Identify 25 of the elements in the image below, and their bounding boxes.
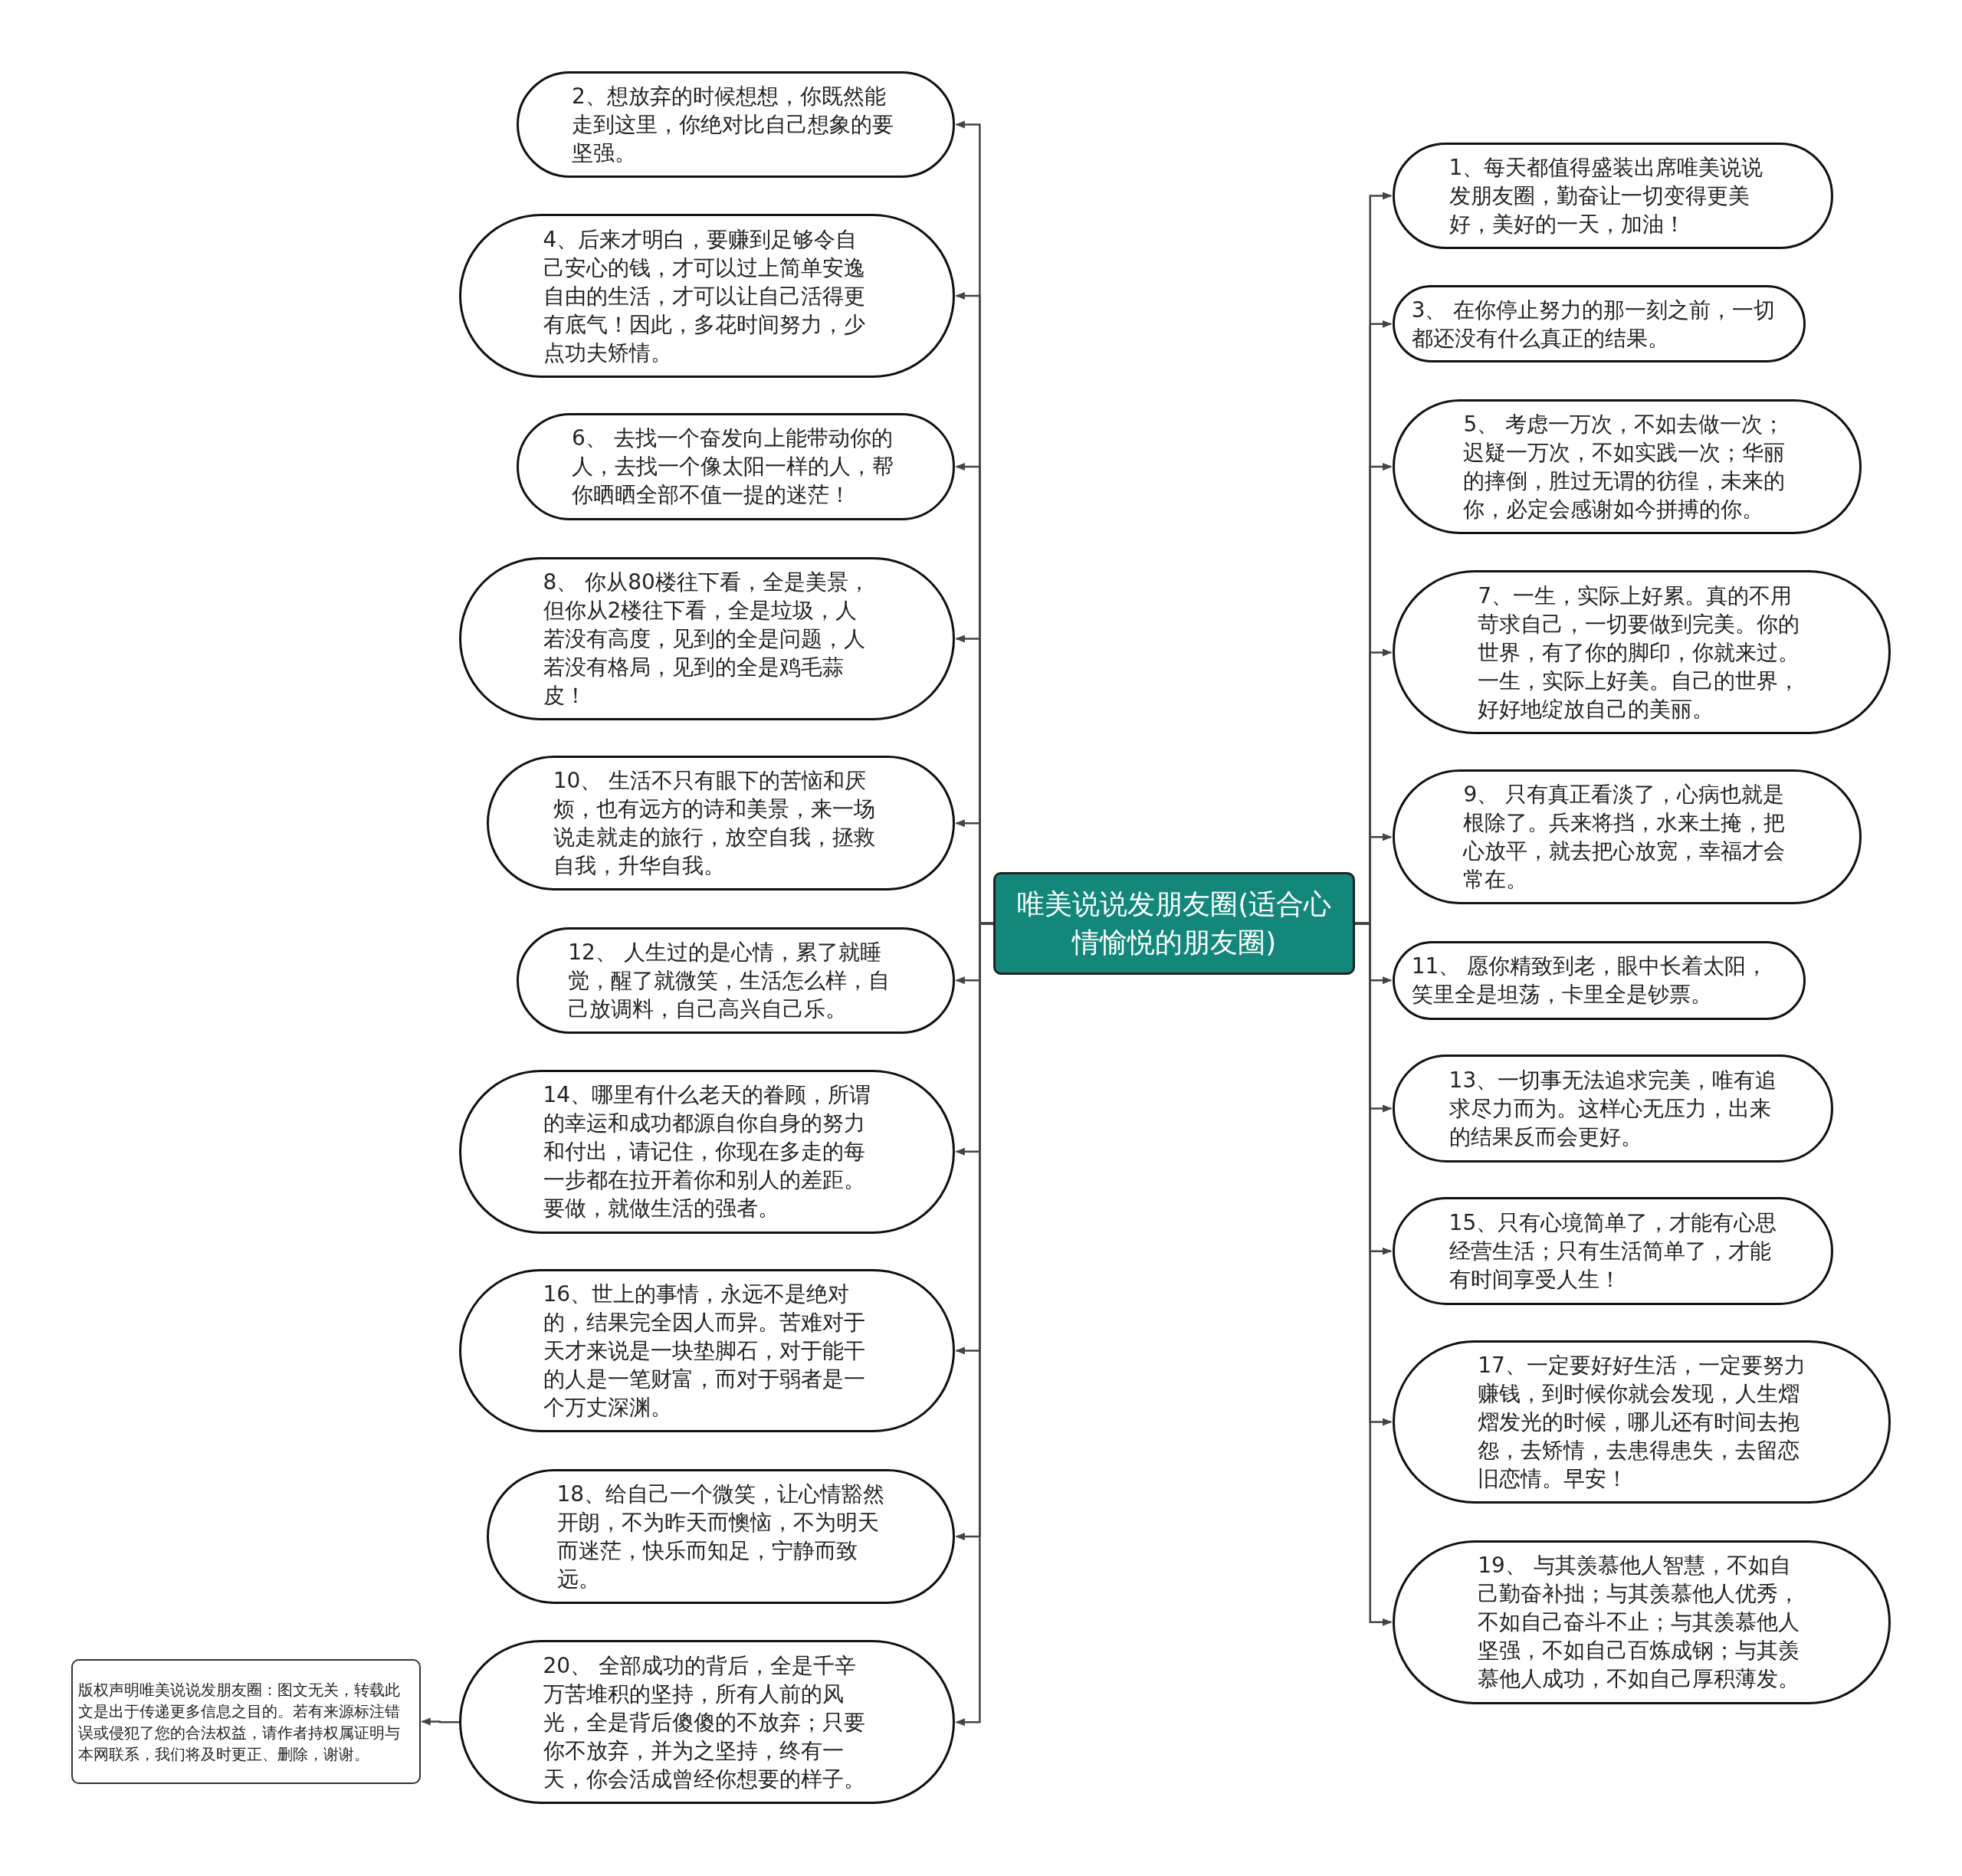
topic-title: 唯美说说发朋友圈(适合心情愉悦的朋友圈) xyxy=(1016,887,1333,959)
quote-text: 7、一生，实际上好累。真的不用苛求自己，一切要做到完美。你的世界，有了你的脚印，你就来过。一生，实际上好美。自己的世界，好好地绽放自己的美丽。 xyxy=(1478,582,1801,723)
note-box xyxy=(71,1658,421,1785)
quote-text: 9、 只有真正看淡了，心病也就是根除了。兵来将挡，水来土掩，把心放平，就去把心放宽，幸福才会常在。 xyxy=(1463,781,1786,894)
quote-text: 17、一定要好好生活，一定要努力赚钱，到时候你就会发现，人生熠熠发光的时候，哪儿还有时间去抱怨，去矫情，去患得患失，去留恋旧恋情。早安！ xyxy=(1478,1352,1806,1493)
copyright-note: 版权声明唯美说说发朋友圈：图文无关，转载此文是出于传递更多信息之目的。若有来源标注错误或侵犯了您的合法权益，请作者持权属证明与本网联系，我们将及时更正、删除，谢谢。 xyxy=(78,1679,401,1765)
quote-text: 2、想放弃的时候想想，你既然能走到这里，你绝对比自己想象的要坚强。 xyxy=(572,82,895,167)
quote-text: 14、哪里有什么老天的眷顾，所谓的幸运和成功都源自你自身的努力和付出，请记住，你现在多走的每一步都在拉开着你和别人的差距。要做，就做生活的强者。 xyxy=(543,1081,871,1223)
quote-text: 12、 人生过的是心情，累了就睡觉，醒了就微笑，生活怎么样，自己放调料，自己高兴自己乐。 xyxy=(568,938,891,1023)
quote-text: 1、每天都值得盛装出席唯美说说发朋友圈，勤奋让一切变得更美好，美好的一天，加油！ xyxy=(1449,154,1764,238)
quote-text: 6、 去找一个奋发向上能带动你的人，去找一个像太阳一样的人，帮你晒晒全部不值一提的迷茫！ xyxy=(572,425,895,510)
quote-text: 3、 在你停止努力的那一刻之前，一切都还没有什么真正的结果。 xyxy=(1411,296,1777,353)
quote-text: 10、 生活不只有眼下的苦恼和厌烦，也有远方的诗和美景，来一场说走就走的旅行，放空自我，拯救自我，升华自我。 xyxy=(553,767,876,881)
quote-text: 5、 考虑一万次，不如去做一次；迟疑一万次，不如实践一次；华丽的摔倒，胜过无谓的彷徨，未来的你，必定会感谢如今拼搏的你。 xyxy=(1463,410,1786,523)
quote-text: 16、世上的事情，永远不是绝对的，结果完全因人而异。苦难对于天才来说是一块垫脚石，对于能干的人是一笔财富，而对于弱者是一个万丈深渊。 xyxy=(543,1280,866,1422)
quote-text: 13、一切事无法追求完美，唯有追求尽力而为。这样心无压力，出来的结果反而会更好。 xyxy=(1449,1067,1777,1151)
quote-text: 19、 与其羡慕他人智慧，不如自己勤奋补拙；与其羡慕他人优秀，不如自己奋斗不止；与其羡慕他人坚强，不如自己百炼成钢；与其羡慕他人成功，不如自己厚积薄发。 xyxy=(1478,1552,1801,1694)
quote-text: 4、后来才明白，要赚到足够令自己安心的钱，才可以过上简单安逸自由的生活，才可以让自己活得更有底气！因此，多花时间努力，少点功夫矫情。 xyxy=(543,225,866,367)
topic-box xyxy=(993,871,1356,975)
quote-text: 15、只有心境简单了，才能有心思经营生活；只有生活简单了，才能有时间享受人生！ xyxy=(1449,1209,1777,1294)
connector-arrow xyxy=(421,1717,460,1726)
quote-text: 20、 全部成功的背后，全是千辛万苦堆积的坚持，所有人前的风光，全是背后傻傻的不放弃；只要你不放弃，并为之坚持，终有一天，你会活成曾经你想要的样子。 xyxy=(543,1651,866,1793)
quote-text: 18、给自己一个微笑，让心情豁然开朗，不为昨天而懊恼，不为明天而迷茫，快乐而知足，宁静而致远。 xyxy=(556,1480,885,1593)
quote-text: 11、 愿你精致到老，眼中长着太阳，笑里全是坦荡，卡里全是钞票。 xyxy=(1411,953,1769,1009)
quote-text: 8、 你从80楼往下看，全是美景，但你从2楼往下看，全是垃圾，人若没有高度，见到的全是问题，人若没有格局，见到的全是鸡毛蒜皮！ xyxy=(543,568,871,710)
